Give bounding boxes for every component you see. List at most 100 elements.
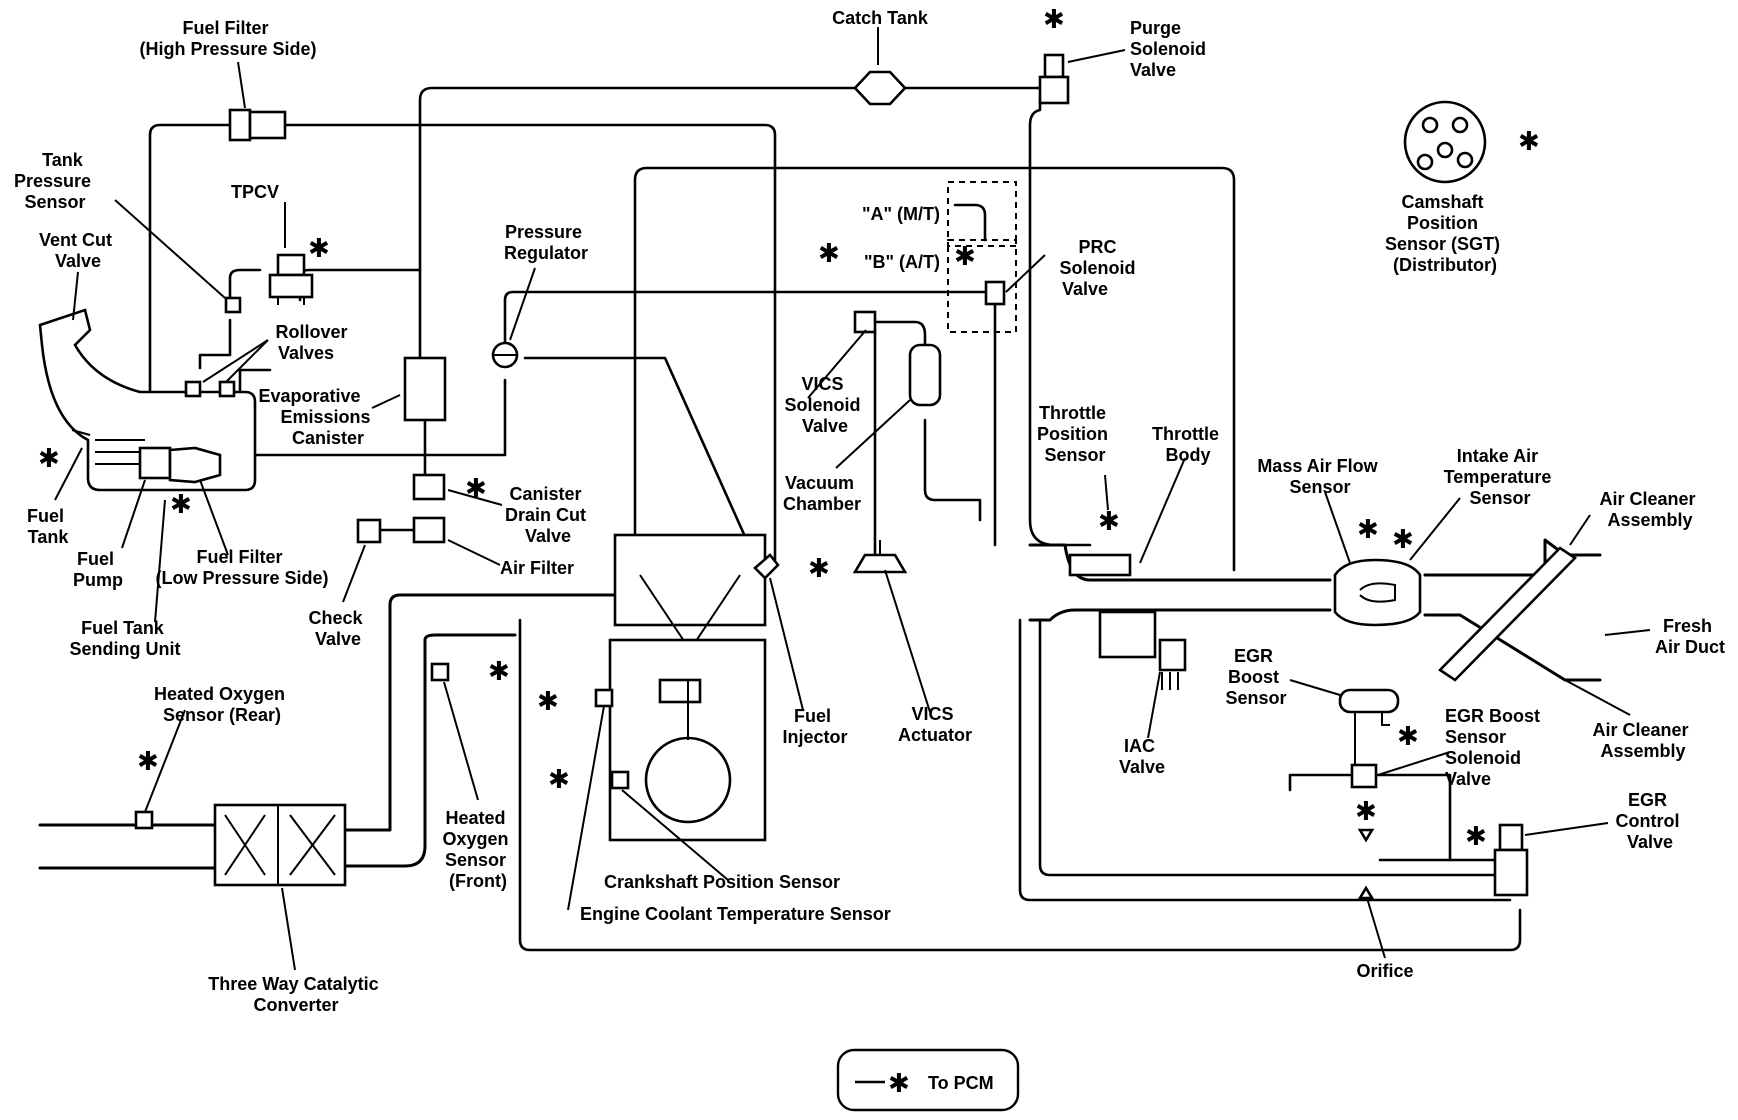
pcm-marker: ✱ <box>818 239 840 269</box>
pcm-markers: ✱ ✱ ✱ ✱ ✱ ✱ ✱ ✱ ✱ ✱ ✱ ✱ ✱ ✱ ✱ ✱ ✱ ✱ ✱ <box>38 5 1540 852</box>
label-ect-sensor: Engine Coolant Temperature Sensor <box>580 904 891 924</box>
egr-boost-sensor <box>1338 688 1400 765</box>
pcm-marker: ✱ <box>38 444 60 474</box>
camshaft-position-sensor <box>1403 100 1487 184</box>
label-vics-actuator: VICS Actuator <box>898 704 972 745</box>
pcm-marker: ✱ <box>137 747 159 777</box>
label-catalytic: Three Way Catalytic Converter <box>208 974 383 1015</box>
tpcv <box>268 253 314 305</box>
engine-coolant-temperature-sensor <box>594 688 614 708</box>
crankshaft-position-sensor <box>610 770 630 790</box>
label-check-valve: Check Valve <box>308 608 367 649</box>
legend-box <box>836 1048 1020 1112</box>
label-rollover-valves: Rollover Valves <box>275 322 352 363</box>
tank-pressure-sensor <box>224 296 242 314</box>
label-egr-boost-solenoid: EGR Boost Sensor Solenoid Valve <box>1445 706 1545 789</box>
label-at: "B" (A/T) <box>864 252 940 272</box>
label-pressure-regulator: Pressure Regulator <box>504 222 588 263</box>
fuel-filter-high-pressure <box>228 108 287 142</box>
throttle-body <box>1068 553 1132 577</box>
label-iac-valve: IAC Valve <box>1119 736 1165 777</box>
mass-air-flow-sensor <box>1333 558 1422 627</box>
label-fuel-injector: Fuel Injector <box>782 706 847 747</box>
pcm-marker: ✱ <box>954 242 976 272</box>
egr-control-valve <box>1493 823 1529 897</box>
label-tpcv: TPCV <box>231 182 279 202</box>
label-vent-cut-valve: Vent Cut Valve <box>39 230 117 271</box>
label-fuel-filter-high: Fuel Filter (High Pressure Side) <box>139 18 316 59</box>
pcm-marker: ✱ <box>1392 525 1414 555</box>
label-catch-tank: Catch Tank <box>832 8 929 28</box>
canister-drain-cut-valve <box>412 473 446 501</box>
label-air-cleaner-top: Air Cleaner Assembly <box>1599 489 1700 530</box>
label-vacuum-chamber: Vacuum Chamber <box>783 473 861 514</box>
component-labels: Fuel Filter (High Pressure Side) Catch T… <box>14 8 1725 1015</box>
mt-box <box>947 181 1017 247</box>
fuel-injector <box>753 553 780 580</box>
check-valve <box>356 518 382 544</box>
prc-solenoid-valve <box>984 280 1006 306</box>
heated-oxygen-sensor-rear <box>134 810 154 830</box>
purge-solenoid-valve <box>1038 53 1070 105</box>
pcm-marker: ✱ <box>1397 722 1419 752</box>
pcm-marker: ✱ <box>808 554 830 584</box>
fuel-tank <box>38 308 257 492</box>
label-fuel-filter-low: Fuel Filter (Low Pressure Side) <box>155 547 328 588</box>
pcm-marker: ✱ <box>1043 5 1065 35</box>
catch-tank <box>853 70 907 106</box>
pcm-marker: ✱ <box>1465 822 1487 852</box>
label-egr-control: EGR Control Valve <box>1616 790 1685 852</box>
pcm-marker: ✱ <box>1355 797 1377 827</box>
label-camshaft-sensor: Camshaft Position Sensor (SGT) (Distribu… <box>1385 192 1505 275</box>
air-cleaner-assembly <box>1437 546 1578 682</box>
label-tank-pressure-sensor: Tank Pressure Sensor <box>14 150 96 212</box>
label-ho2s-rear: Heated Oxygen Sensor (Rear) <box>154 684 290 725</box>
label-fresh-air-duct: Fresh Air Duct <box>1655 616 1725 657</box>
leader-lines <box>54 27 1651 971</box>
air-filter <box>412 516 446 544</box>
pcm-marker: ✱ <box>170 490 192 520</box>
iac-valve <box>1098 610 1187 690</box>
engine <box>608 533 767 842</box>
fuel-pump <box>138 446 172 480</box>
legend-symbol: ✱ <box>888 1069 910 1099</box>
pcm-marker: ✱ <box>537 687 559 717</box>
pressure-regulator <box>491 341 519 369</box>
pcm-marker: ✱ <box>308 234 330 264</box>
hose-routing <box>38 86 1602 952</box>
label-crank-sensor: Crankshaft Position Sensor <box>604 872 840 892</box>
pcm-marker: ✱ <box>465 474 487 504</box>
vics-solenoid-valve <box>853 310 877 334</box>
label-maf-sensor: Mass Air Flow Sensor <box>1257 456 1382 497</box>
orifice-lower <box>1357 885 1375 900</box>
label-evap-canister: Evaporative Emissions Canister <box>258 386 375 448</box>
label-air-filter: Air Filter <box>500 558 574 578</box>
rollover-valve-left <box>184 380 202 398</box>
evaporative-emissions-canister <box>403 356 447 422</box>
label-ho2s-front: Heated Oxygen Sensor (Front) <box>442 808 513 891</box>
at-box <box>947 239 1017 333</box>
pcm-marker: ✱ <box>1357 515 1379 545</box>
label-orifice: Orifice <box>1356 961 1413 981</box>
label-air-cleaner-bottom: Air Cleaner Assembly <box>1592 720 1693 761</box>
three-way-catalytic-converter <box>213 803 347 887</box>
label-egr-boost-sensor: EGR Boost Sensor <box>1225 646 1286 708</box>
egr-boost-sensor-solenoid-valve <box>1350 763 1378 789</box>
rollover-valve-right <box>218 380 236 398</box>
legend-text: To PCM <box>928 1073 994 1093</box>
label-vics-solenoid: VICS Solenoid Valve <box>784 374 865 436</box>
label-throttle-body: Throttle Body <box>1152 424 1224 465</box>
label-fuel-tank-sending: Fuel Tank Sending Unit <box>70 618 181 659</box>
pcm-marker: ✱ <box>1518 127 1540 157</box>
pcm-marker: ✱ <box>488 657 510 687</box>
vacuum-chamber <box>908 343 942 407</box>
heated-oxygen-sensor-front <box>430 662 450 682</box>
label-purge-solenoid: Purge Solenoid Valve <box>1130 18 1211 80</box>
label-fuel-tank: Fuel Tank <box>27 506 69 547</box>
vics-actuator <box>852 540 908 574</box>
orifice-upper <box>1357 828 1375 843</box>
pcm-marker: ✱ <box>548 765 570 795</box>
fuel-filter-low-pressure <box>168 446 222 484</box>
pcm-marker: ✱ <box>1098 507 1120 537</box>
